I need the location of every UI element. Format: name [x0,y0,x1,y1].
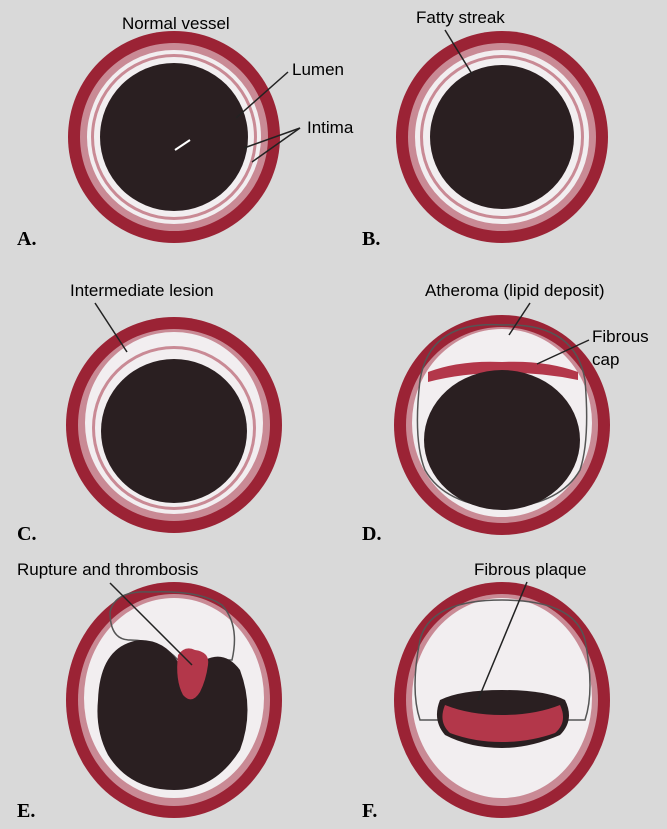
vessel-b-fatty-streak [396,31,608,243]
vessel-c-lumen [101,359,247,503]
vessel-a-normal [68,31,280,243]
vessel-c-intermediate [66,317,282,533]
vessel-b-lumen [430,65,574,209]
vessel-a-lumen [100,63,248,211]
vessel-e-lumen [97,640,247,790]
vessel-d-lumen [424,370,580,510]
vessel-f-fibrous-plaque [394,582,610,818]
vessel-e-rupture [66,582,282,818]
vessel-d-atheroma [394,315,610,535]
